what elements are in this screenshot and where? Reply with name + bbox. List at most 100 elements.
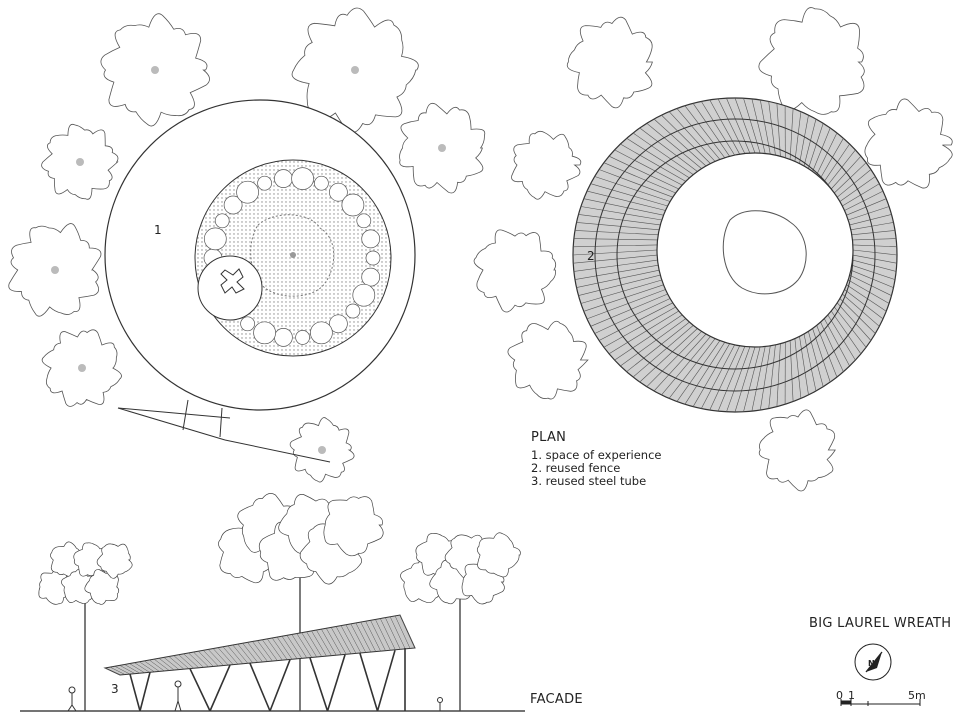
fence-slat [594, 176, 671, 202]
fence-slat [734, 97, 756, 154]
tree-canopy [758, 409, 836, 492]
legend-item-3: 3. reused steel tube [531, 474, 647, 488]
fence-slat [824, 143, 850, 182]
roof-slat [385, 617, 401, 650]
fence-slat [598, 169, 673, 198]
scale-zero: 0 [836, 689, 843, 702]
roof-slat [193, 651, 209, 668]
roof-slat [173, 655, 189, 669]
fence-slat [850, 269, 894, 288]
roof-slat [350, 623, 367, 653]
fence-slat [646, 123, 702, 169]
fence-slat [803, 333, 817, 392]
fence-slat [743, 346, 761, 412]
roof-slat [163, 657, 180, 670]
bush [329, 182, 348, 202]
roof-slat [271, 637, 288, 660]
fence-slat [626, 321, 690, 372]
fence-slat [794, 338, 802, 399]
fence-slat [676, 340, 721, 402]
roof-slat [394, 615, 411, 649]
fence-slat [760, 345, 771, 411]
fence-slat [620, 143, 686, 182]
roof-slat [119, 665, 135, 674]
strut [189, 668, 211, 712]
fence-slat [834, 306, 867, 348]
strut [359, 653, 379, 712]
fence-slat [583, 198, 664, 216]
fence-slat [661, 336, 711, 396]
tree-canopy [758, 7, 865, 115]
fence-slat [751, 346, 766, 412]
fence-slat [734, 346, 756, 413]
fence-slat [776, 343, 781, 407]
roof-slat [104, 667, 121, 676]
roof-slat [114, 665, 130, 675]
fence-slat [760, 99, 771, 155]
fence-slat [583, 284, 664, 312]
roof-slat [306, 631, 322, 657]
fence-slat [646, 331, 702, 387]
fence-slat [594, 298, 671, 334]
sculpture [220, 268, 245, 294]
roof-slat [178, 654, 194, 669]
bush [361, 229, 381, 249]
fence-slat [820, 321, 844, 372]
people [67, 680, 443, 712]
bush [257, 175, 272, 191]
fence-slat [573, 238, 658, 241]
bush [291, 167, 314, 190]
roof-slat [129, 663, 145, 674]
fence-slat [848, 279, 890, 304]
roof-slat [109, 666, 126, 675]
roof-slat [375, 619, 391, 651]
fence-slat [676, 108, 721, 160]
bush [236, 180, 259, 204]
legend-item-2: 2. reused fence [531, 461, 621, 475]
fence-slat [824, 318, 850, 367]
fence-slat [578, 274, 661, 296]
roof-slat [222, 646, 239, 665]
fence-slat [639, 328, 698, 383]
plan-title: PLAN [531, 430, 567, 445]
fence-slat [803, 118, 817, 167]
roof-slat [198, 651, 214, 667]
fence-slat [576, 269, 660, 288]
marker-steel-tube: 3 [111, 682, 119, 696]
roof-slat [330, 627, 347, 655]
fence-slat [603, 306, 676, 348]
roof-slat [345, 624, 362, 654]
fence-slat [839, 298, 876, 334]
roof-slat [311, 630, 327, 657]
roof-slat [365, 621, 381, 652]
project-title: BIG LAUREL WREATH [809, 616, 952, 631]
fence-slat [661, 114, 711, 164]
strut [269, 659, 291, 712]
tree-foliage [323, 496, 384, 557]
fence-slat [701, 101, 735, 156]
bush [329, 314, 348, 334]
fence-slat [776, 103, 781, 157]
roof-slat [291, 634, 308, 659]
fence-slat [717, 98, 746, 154]
fence-slat [608, 155, 679, 190]
fence-slat [842, 293, 880, 327]
roof-slat [227, 645, 244, 664]
tree-canopy [864, 98, 953, 189]
bush [314, 175, 329, 191]
tree-foliage [476, 532, 521, 578]
north-arrow [854, 643, 892, 681]
facade-title: FACADE [530, 692, 583, 707]
fence-slat [812, 127, 831, 172]
roof-slat [370, 620, 386, 651]
fence-slat [653, 333, 707, 392]
bush [274, 169, 293, 188]
surrounding-trees-right [473, 7, 953, 492]
tree-canopy [473, 229, 557, 313]
scale-one: 1 [848, 689, 855, 702]
bush [223, 195, 243, 215]
strut [139, 672, 151, 712]
bush [341, 193, 365, 217]
fence-slat [768, 344, 776, 409]
